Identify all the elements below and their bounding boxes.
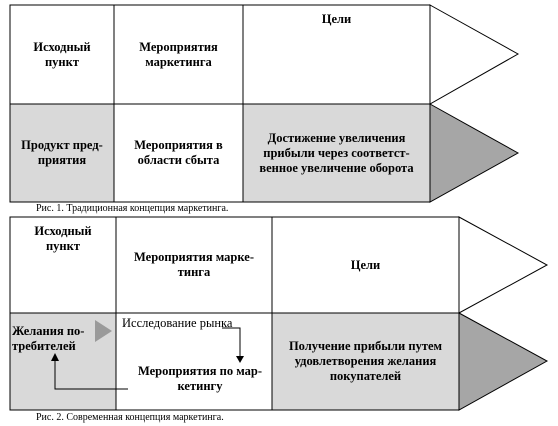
- fig2-research-arrow: [222, 327, 241, 356]
- fig1-caption: Рис. 1. Традиционная концепция маркетинг…: [36, 203, 229, 214]
- fig2-row-research: Исследование рынка: [122, 315, 233, 330]
- fig2-row-start: Желания по- требителей: [12, 324, 85, 353]
- figure2-shapes: [9, 216, 549, 411]
- fig2-row-goals: Получение прибыли путем удовлетворения ж…: [288, 339, 443, 383]
- figure1-shapes: [9, 4, 520, 203]
- fig2-row-measures: Мероприятия по мар- кетингу: [137, 364, 263, 393]
- fig2-row1-bg: [9, 216, 460, 314]
- fig1-arrow-top: [429, 4, 520, 105]
- fig2-row2-goals-bg: [271, 312, 460, 411]
- fig1-arrow-bottom: [429, 103, 520, 203]
- fig1-row1-bg: [9, 4, 431, 105]
- fig2-research-arrowhead: [236, 356, 244, 363]
- fig1-row2-goals-bg: [242, 103, 431, 203]
- fig1-row-goals: Достижение увеличения прибыли через соот…: [259, 130, 414, 175]
- fig1-header-measures: Мероприятия маркетинга: [139, 39, 218, 69]
- fig1-row-start: Продукт пред- приятия: [21, 138, 103, 167]
- fig2-header-start: Исходный пункт: [34, 224, 92, 253]
- fig2-small-arrow: [95, 320, 112, 342]
- fig2-return-arrow: [54, 360, 128, 390]
- fig1-row2-start-bg: [9, 103, 115, 203]
- fig1-header-goals: Цели: [321, 12, 352, 26]
- fig1-header-start: Исходный пункт: [33, 39, 91, 69]
- fig2-header-measures: Мероприятия марке- тинга: [134, 250, 254, 279]
- fig2-row2-measures-bg: [115, 312, 273, 411]
- fig2-caption: Рис. 2. Современная концепция маркетинга…: [36, 412, 224, 423]
- fig2-arrow-bottom: [458, 312, 549, 411]
- fig2-arrow-top: [458, 216, 549, 314]
- fig2-return-arrowhead: [51, 353, 59, 361]
- fig2-header-goals: Цели: [350, 257, 381, 272]
- fig1-row2-measures-bg: [113, 103, 244, 203]
- fig1-row-measures: Мероприятия в области сбыта: [134, 138, 223, 167]
